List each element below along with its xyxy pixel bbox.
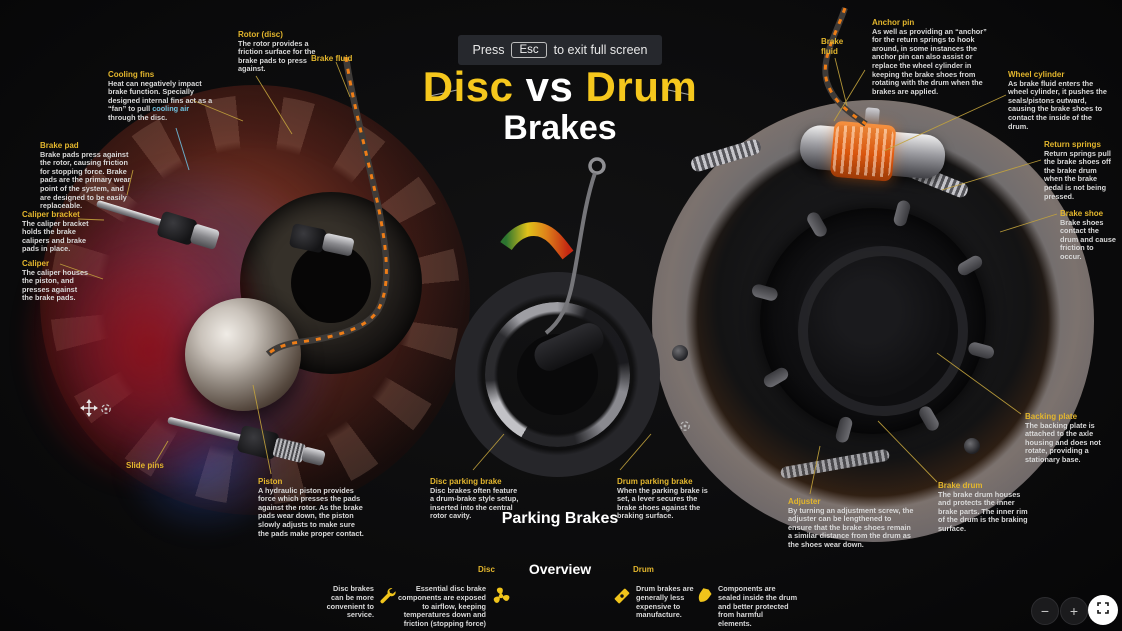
backing-plate-bolt bbox=[672, 345, 688, 361]
label-body: Disc brakes often feature a drum-brake s… bbox=[430, 485, 519, 521]
label-title: Brake fluid bbox=[821, 37, 844, 56]
label-body: Heat can negatively impact brake functio… bbox=[108, 78, 213, 123]
label-adjuster: Adjuster By turning an adjustment screw,… bbox=[788, 497, 916, 550]
title-line1: Disc vs Drum bbox=[370, 66, 750, 108]
label-title: Caliper bracket bbox=[22, 210, 80, 219]
label-title: Cooling fins bbox=[108, 70, 155, 79]
backing-plate-bolt bbox=[964, 438, 980, 454]
overview-item-text: Components are sealed inside the drum an… bbox=[718, 584, 798, 628]
piston-graphic bbox=[185, 298, 301, 411]
label-body: When the parking brake is set, a lever s… bbox=[617, 485, 708, 521]
label-title: Brake shoe bbox=[1060, 209, 1104, 218]
label-title: Brake fluid bbox=[311, 54, 353, 63]
exit-fullscreen-banner: Press Esc to exit full screen bbox=[458, 35, 662, 65]
label-wheel-cylinder: Wheel cylinder As brake fluid enters the… bbox=[1008, 70, 1112, 131]
overview-item-text: Disc brakes can be more convenient to se… bbox=[326, 584, 374, 620]
title-drum: Drum bbox=[585, 63, 698, 110]
overview-disc-label: Disc bbox=[478, 565, 495, 574]
parking-brake-illustration[interactable] bbox=[455, 272, 660, 477]
label-title: Return springs bbox=[1044, 140, 1101, 149]
heat-gradient-arc bbox=[500, 222, 574, 260]
label-title: Drum parking brake bbox=[617, 477, 693, 486]
drum-hub-ring bbox=[798, 246, 968, 416]
label-piston: Piston A hydraulic piston provides force… bbox=[258, 477, 364, 538]
banner-press-text: Press bbox=[472, 43, 505, 57]
rotate-cursor-icon bbox=[100, 402, 112, 420]
label-brake-pad: Brake pad Brake pads press against the r… bbox=[40, 141, 134, 211]
label-body: Brake shoes contact the drum and cause f… bbox=[1060, 217, 1116, 262]
label-drum-parking-brake: Drum parking brake When the parking brak… bbox=[617, 477, 709, 521]
drum-brake-illustration[interactable] bbox=[652, 100, 1094, 542]
label-brake-fluid-right: Brake fluid bbox=[821, 37, 855, 56]
label-body: The caliper bracket holds the brake cali… bbox=[22, 218, 89, 254]
label-body: By turning an adjustment screw, the adju… bbox=[788, 505, 914, 550]
label-title: Adjuster bbox=[788, 497, 821, 506]
label-brake-drum: Brake drum The brake drum houses and pro… bbox=[938, 481, 1030, 534]
label-caliper: Caliper The caliper houses the piston, a… bbox=[22, 259, 90, 303]
label-title: Caliper bbox=[22, 259, 50, 268]
label-brake-fluid-left: Brake fluid bbox=[311, 54, 371, 64]
wrench-icon bbox=[378, 586, 398, 611]
fullscreen-button[interactable] bbox=[1088, 595, 1118, 625]
label-title: Wheel cylinder bbox=[1008, 70, 1065, 79]
label-return-springs: Return springs Return springs pull the b… bbox=[1044, 140, 1116, 201]
money-icon bbox=[612, 586, 632, 611]
label-body: Return springs pull the brake shoes off … bbox=[1044, 148, 1111, 201]
overview-heading: Overview bbox=[528, 561, 592, 577]
fullscreen-icon bbox=[1097, 601, 1109, 619]
label-anchor-pin: Anchor pin As well as providing an “anch… bbox=[872, 18, 998, 96]
shield-icon bbox=[694, 586, 714, 611]
label-title: Slide pins bbox=[126, 461, 164, 470]
title-disc: Disc bbox=[422, 63, 514, 110]
label-rotor: Rotor (disc) The rotor provides a fricti… bbox=[238, 30, 322, 74]
label-disc-parking-brake: Disc parking brake Disc brakes often fea… bbox=[430, 477, 520, 521]
label-title: Brake drum bbox=[938, 481, 983, 490]
label-title: Anchor pin bbox=[872, 18, 915, 27]
label-body: A hydraulic piston provides force which … bbox=[258, 485, 364, 538]
minus-icon: − bbox=[1040, 603, 1050, 619]
zoom-in-button[interactable]: + bbox=[1060, 597, 1088, 625]
rotate-cursor-icon-drum bbox=[679, 419, 691, 437]
label-title: Rotor (disc) bbox=[238, 30, 283, 39]
label-brake-shoe: Brake shoe Brake shoes contact the drum … bbox=[1060, 209, 1116, 262]
label-body: As brake fluid enters the wheel cylinder… bbox=[1008, 78, 1107, 131]
label-body: As well as providing an “anchor” for the… bbox=[872, 26, 987, 96]
label-body: The brake drum houses and protects the i… bbox=[938, 489, 1028, 534]
zoom-out-button[interactable]: − bbox=[1031, 597, 1059, 625]
move-cursor-icon bbox=[80, 399, 98, 422]
overview-drum-label: Drum bbox=[633, 565, 654, 574]
overview-item-text: Essential disc brake components are expo… bbox=[398, 584, 486, 631]
esc-key: Esc bbox=[511, 42, 547, 58]
parking-brakes-heading: Parking Brakes bbox=[501, 510, 619, 527]
label-title: Piston bbox=[258, 477, 283, 486]
plus-icon: + bbox=[1069, 603, 1079, 619]
label-title: Backing plate bbox=[1025, 412, 1078, 421]
label-title: Brake pad bbox=[40, 141, 79, 150]
banner-suffix-text: to exit full screen bbox=[553, 43, 648, 57]
label-body: The caliper houses the piston, and press… bbox=[22, 267, 89, 303]
label-cooling-fins: Cooling fins Heat can negatively impact … bbox=[108, 70, 216, 123]
page-title: Disc vs Drum Brakes bbox=[370, 66, 750, 147]
overview-item-text: Drum brakes are generally less expensive… bbox=[636, 584, 694, 620]
title-vs: vs bbox=[513, 63, 586, 110]
label-caliper-bracket: Caliper bracket The caliper bracket hold… bbox=[22, 210, 90, 254]
label-body: The rotor provides a friction surface fo… bbox=[238, 38, 316, 74]
cooling-air-highlight: cooling air bbox=[152, 104, 190, 114]
label-body: The backing plate is attached to the axl… bbox=[1025, 420, 1101, 465]
cable-eyelet-graphic bbox=[588, 157, 606, 175]
title-line2: Brakes bbox=[503, 109, 617, 147]
label-slide-pins: Slide pins bbox=[126, 461, 186, 471]
label-body: Brake pads press against the rotor, caus… bbox=[40, 149, 131, 211]
fan-icon bbox=[490, 585, 512, 612]
label-backing-plate: Backing plate The backing plate is attac… bbox=[1025, 412, 1105, 465]
label-title: Disc parking brake bbox=[430, 477, 502, 486]
